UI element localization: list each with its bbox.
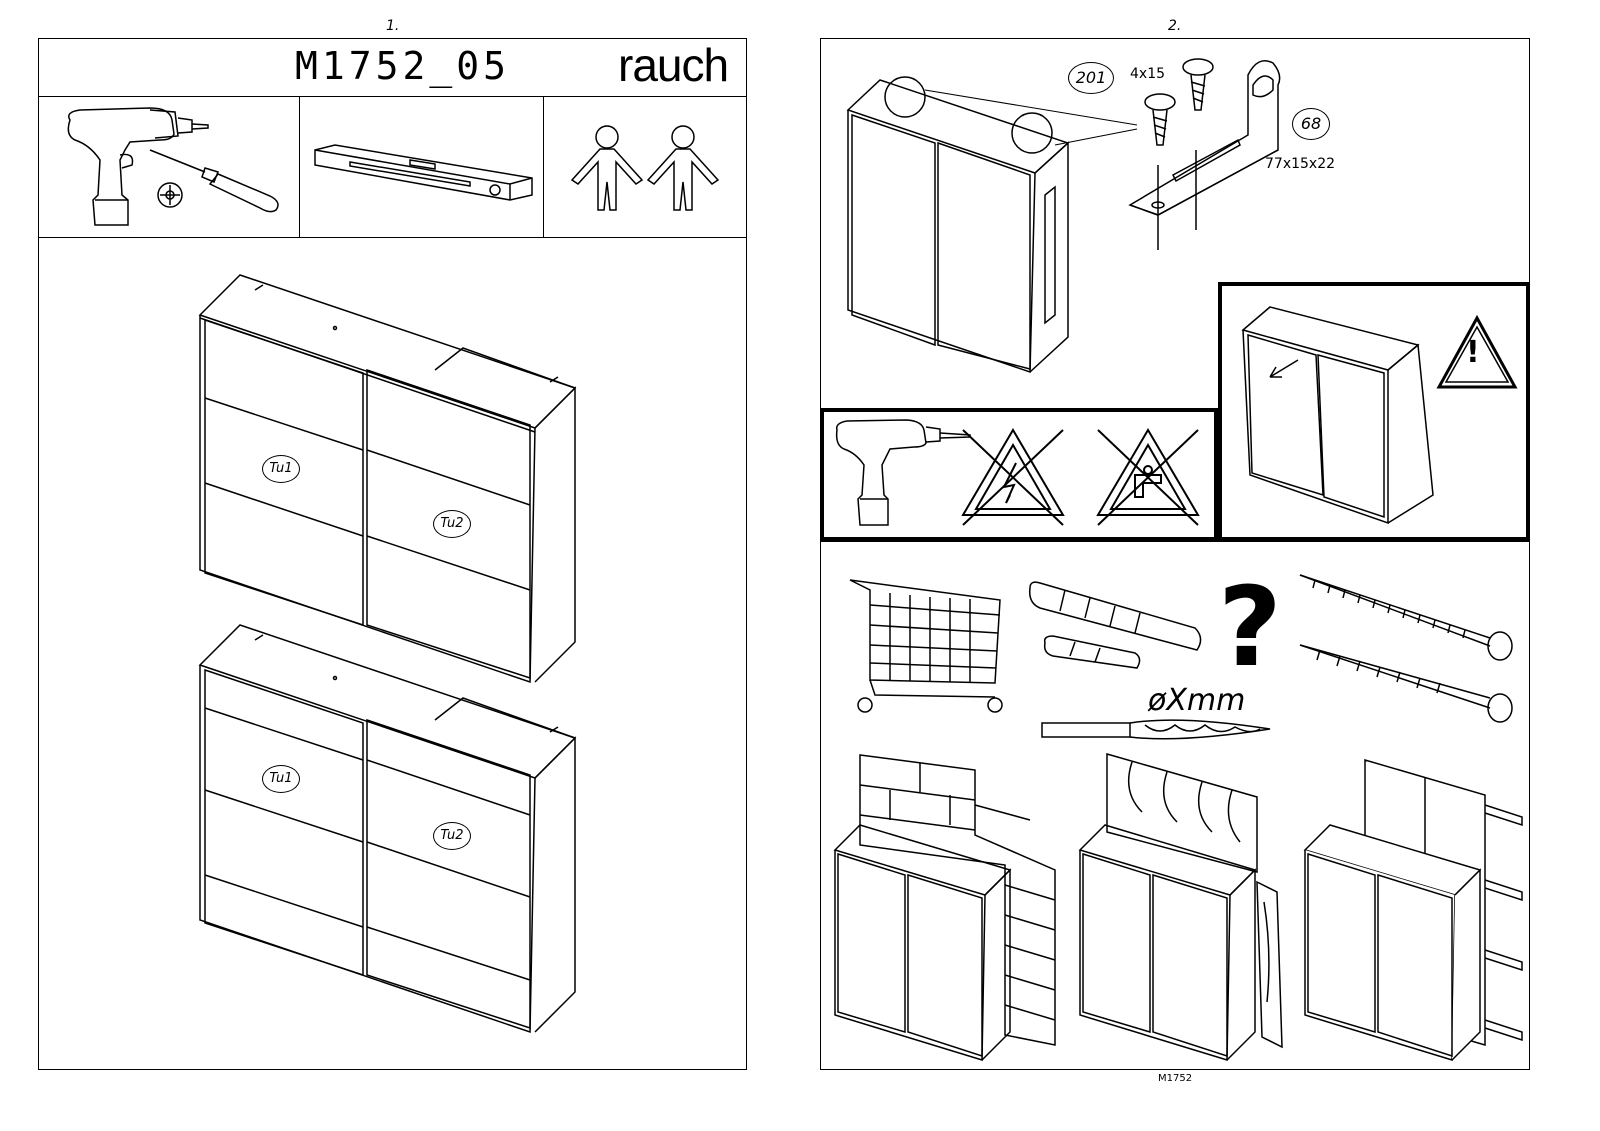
brand-logo: rauch <box>618 39 729 91</box>
drill-diameter-label: øXmm <box>1148 683 1246 718</box>
section-divider <box>820 541 1530 542</box>
two-persons-icon <box>570 122 720 217</box>
footer-code: M1752 <box>1158 1073 1193 1084</box>
wardrobe-icon <box>195 620 580 1040</box>
tools-separator-2 <box>543 96 544 237</box>
question-mark: ? <box>1218 563 1282 691</box>
wardrobe-icon <box>840 75 1070 375</box>
wardrobe-icon <box>1300 820 1485 1065</box>
screw-icon <box>1135 55 1285 250</box>
warning-exclamation: ! <box>1466 335 1480 370</box>
page-1-frame <box>38 38 747 1070</box>
tools-divider <box>38 237 747 238</box>
door-label-tu2: Tu2 <box>433 510 471 538</box>
brick-wall-icon <box>830 745 1060 1060</box>
wardrobe-icon <box>1075 820 1260 1065</box>
screwdriver-icon <box>150 150 290 220</box>
tip-over-warning-icon <box>1436 315 1518 390</box>
wood-wall-icon <box>1072 752 1292 1052</box>
long-screw-icon <box>1295 570 1520 740</box>
cordless-drill-icon <box>60 100 290 235</box>
angle-bracket-icon <box>1128 55 1288 255</box>
page-2-frame <box>820 38 1530 1070</box>
cordless-drill-icon <box>832 415 972 535</box>
page-number-1: 1. <box>386 18 400 34</box>
header-divider <box>38 96 747 97</box>
door-label-tu1: Tu1 <box>262 765 300 793</box>
door-label-tu1: Tu1 <box>262 455 300 483</box>
bracket-size: 77x15x22 <box>1265 156 1336 172</box>
bracket-part-number: 68 <box>1292 108 1330 140</box>
tip-over-warning-box <box>1218 282 1530 541</box>
drill-bit-icon <box>1040 715 1275 745</box>
screw-part-number: 201 <box>1068 62 1114 94</box>
page-number-2: 2. <box>1168 18 1182 34</box>
pointer-lines <box>905 85 1140 155</box>
wall-plug-icon <box>1025 578 1205 688</box>
drilling-warning-box <box>820 408 1218 541</box>
phillips-bit-icon <box>155 180 185 210</box>
shopping-cart-icon <box>845 575 1010 715</box>
no-electric-cable-icon <box>958 425 1068 530</box>
screw-size: 4x15 <box>1130 66 1166 82</box>
door-label-tu2: Tu2 <box>433 822 471 850</box>
tools-separator-1 <box>299 96 300 237</box>
spirit-level-icon <box>310 140 535 205</box>
no-water-pipe-icon <box>1093 425 1203 530</box>
wardrobe-icon <box>830 820 1015 1065</box>
model-code: M1752_05 <box>295 44 511 88</box>
wardrobe-icon <box>1238 305 1438 530</box>
wardrobe-icon <box>195 270 580 690</box>
